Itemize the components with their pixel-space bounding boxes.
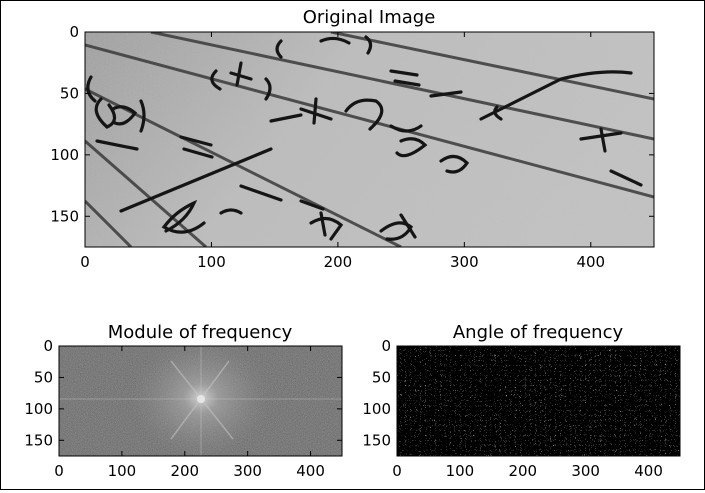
y-tick-label: 150 xyxy=(50,207,79,225)
x-tick-label: 200 xyxy=(324,253,353,271)
original-image-panel: Original Image xyxy=(50,7,655,271)
x-tick-label: 300 xyxy=(571,462,600,480)
x-tick-label: 200 xyxy=(170,462,199,480)
y-tick-label: 0 xyxy=(43,337,53,355)
x-tick-label: 0 xyxy=(54,462,64,480)
x-tick-label: 300 xyxy=(233,462,262,480)
y-tick-label: 100 xyxy=(24,400,53,418)
x-tick-label: 300 xyxy=(450,253,479,271)
y-tick-label: 150 xyxy=(362,431,391,449)
y-tick-label: 0 xyxy=(381,337,391,355)
y-tick-label: 50 xyxy=(60,84,79,102)
x-tick-label: 400 xyxy=(634,462,663,480)
x-tick-label: 100 xyxy=(108,462,137,480)
angle-of-frequency-title: Angle of frequency xyxy=(453,322,624,343)
y-tick-label: 100 xyxy=(50,146,79,164)
x-tick-label: 0 xyxy=(392,462,402,480)
module-of-frequency-raster xyxy=(59,346,342,456)
y-tick-label: 50 xyxy=(372,368,391,386)
x-tick-label: 400 xyxy=(576,253,605,271)
y-tick-label: 150 xyxy=(24,431,53,449)
y-tick-label: 0 xyxy=(69,23,79,41)
y-tick-label: 50 xyxy=(34,368,53,386)
y-tick-label: 100 xyxy=(362,400,391,418)
x-tick-label: 400 xyxy=(296,462,325,480)
angle-of-frequency-raster xyxy=(397,346,680,456)
module-of-frequency-panel: Module of frequency 0 100 200 300 400 0 50 100 1… xyxy=(24,322,343,480)
module-of-frequency-title: Module of frequency xyxy=(108,322,293,343)
original-image-title: Original Image xyxy=(303,7,436,28)
original-image-raster xyxy=(85,32,654,247)
x-tick-label: 200 xyxy=(508,462,537,480)
module-of-frequency-frame xyxy=(58,345,343,457)
angle-of-frequency-panel: Angle of frequency 0 100 200 300 400 0 50 100 15… xyxy=(362,322,681,480)
original-image-frame xyxy=(84,31,655,248)
x-tick-label: 100 xyxy=(446,462,475,480)
angle-of-frequency-frame xyxy=(396,345,681,457)
x-tick-label: 100 xyxy=(197,253,226,271)
x-tick-label: 0 xyxy=(80,253,90,271)
